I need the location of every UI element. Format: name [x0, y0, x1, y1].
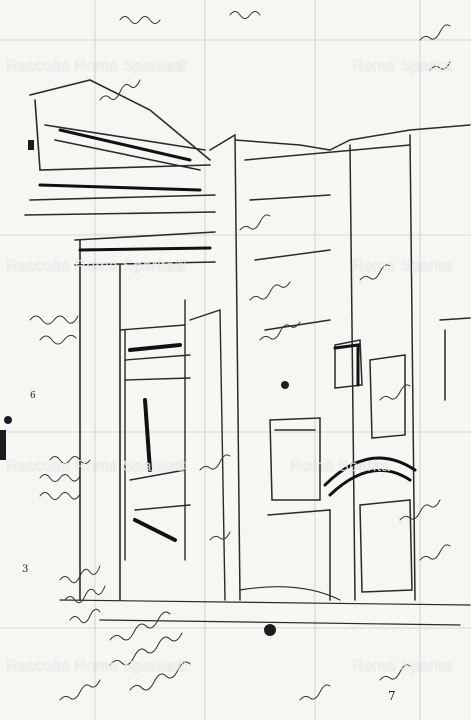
watermark-text: Raccolta Roma Sparita®	[6, 58, 187, 75]
watermark-text: Roma Sparita	[352, 658, 453, 675]
watermark-text: Roma Sparita	[352, 58, 453, 75]
watermark-text: Raccolta Roma Sparita®	[6, 658, 187, 675]
margin-number-3: 3	[22, 564, 28, 575]
watermark-text: Raccolta Roma Sparita®	[6, 258, 187, 275]
watermark-text: Raccolta Roma Sparita®	[6, 458, 187, 475]
watermark-text: Roma Sparita	[290, 458, 391, 475]
margin-number-7: 7	[388, 689, 396, 703]
margin-number-6: 6	[30, 391, 36, 401]
watermark-text: Roma Sparita	[352, 258, 453, 275]
